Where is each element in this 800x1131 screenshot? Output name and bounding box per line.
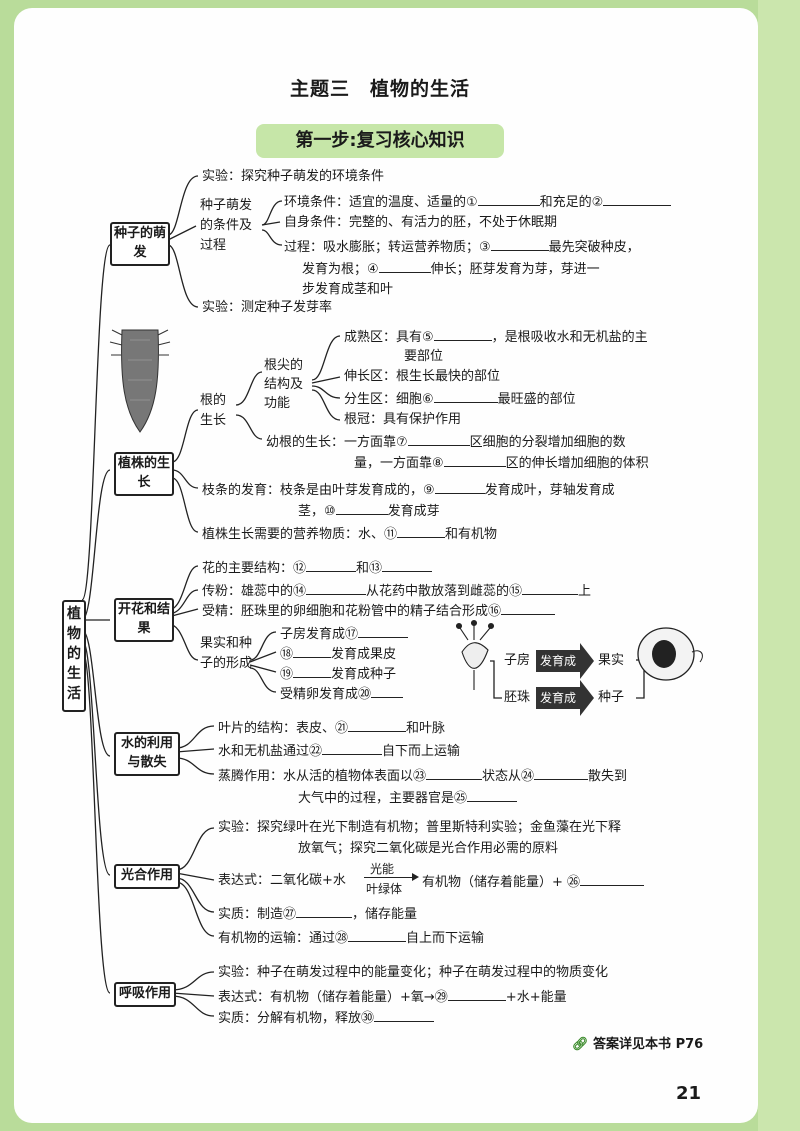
flower-illustration: [455, 619, 495, 690]
peach-illustration: [637, 627, 703, 681]
fruit-20: 受精卵发育成⑳: [280, 684, 404, 704]
page-edge-strip: [758, 0, 800, 1131]
root-node: 植物的生活: [62, 600, 86, 712]
node-plant-growth: 植株的生长: [114, 452, 174, 496]
elongation-zone: 伸长区：根生长最快的部位: [344, 369, 501, 384]
root-growth-label: 根的生长: [200, 393, 227, 428]
fertilization: 受精：胚珠里的卵细胞和花粉管中的精子结合形成⑯: [202, 601, 556, 621]
seed-sub-label: 种子萌发的条件及过程: [200, 198, 253, 253]
answer-reference: 🔗︎ 答案详见本书 P76: [572, 1037, 704, 1052]
diagram-dev2: 发育成: [540, 691, 577, 705]
fruit-17: 子房发育成⑰: [280, 624, 409, 644]
seed-exp2: 实验：测定种子发芽率: [202, 300, 333, 315]
photo-cond-bottom: 叶绿体: [366, 882, 403, 896]
arrow-ovary-fruit: [536, 643, 594, 679]
transpiration2: 大气中的过程，主要器官是㉕: [298, 788, 518, 808]
mature-zone-cont: 要部位: [404, 349, 444, 364]
node-flower-fruit: 开花和结果: [114, 598, 174, 642]
page-title: 主题三 植物的生活: [289, 78, 470, 100]
diagram-ovary: 子房: [504, 653, 531, 668]
arrow-ovule-seed: [536, 680, 594, 716]
diagram-dev1: 发育成: [540, 654, 577, 668]
photo-cond-top: 光能: [370, 862, 395, 876]
link-icon: 🔗︎: [572, 1037, 589, 1052]
photo-reaction-arrow: [364, 877, 416, 878]
page-sheet: [14, 8, 758, 1123]
diagram-ovule: 胚珠: [504, 690, 531, 705]
resp-expr: 表达式：有机物（储存着能量）+氧→㉙+水+能量: [218, 987, 567, 1007]
photo-expr-b: 有机物（储存着能量）+ ㉖: [422, 872, 645, 892]
seed-self: 自身条件：完整的、有活力的胚，不处于休眠期: [284, 215, 558, 230]
root-cap: 根冠：具有保护作用: [344, 412, 462, 427]
photo-essence: 实质：制造㉗，储存能量: [218, 904, 417, 924]
fruit-seed-label: 果实和种子的形成: [200, 636, 253, 671]
photo-exp2: 放氧气；探究二氧化碳是光合作用必需的原料: [298, 841, 559, 856]
mature-zone: 成熟区：具有⑤，是根吸收水和无机盐的主: [344, 327, 648, 347]
node-water-use: 水的利用与散失: [114, 732, 180, 776]
seed-process3: 步发育成茎和叶: [302, 282, 394, 297]
node-photosynthesis: 光合作用: [114, 864, 180, 889]
step-banner: 第一步:复习核心知识: [256, 124, 504, 158]
page-number: 21: [676, 1083, 702, 1104]
photo-arrow-head: [412, 873, 419, 881]
node-seed-germination: 种子的萌发: [110, 222, 170, 266]
root-tip-illustration: [109, 329, 171, 433]
photo-exp1: 实验：探究绿叶在光下制造有机物；普里斯特利实验；金鱼藻在光下释: [218, 820, 622, 835]
node-respiration: 呼吸作用: [114, 982, 176, 1007]
resp-exp: 实验：种子在萌发过程中的能量变化；种子在萌发过程中的物质变化: [218, 965, 609, 980]
resp-essence: 实质：分解有机物，释放㉚: [218, 1008, 435, 1028]
diagram-seed: 种子: [598, 690, 625, 705]
photo-expr: 表达式：二氧化碳+水: [218, 873, 346, 888]
seed-exp1: 实验：探究种子萌发的环境条件: [202, 169, 385, 184]
root-tip-label: 根尖的结构及功能: [264, 358, 304, 411]
diagram-fruit: 果实: [598, 653, 625, 668]
